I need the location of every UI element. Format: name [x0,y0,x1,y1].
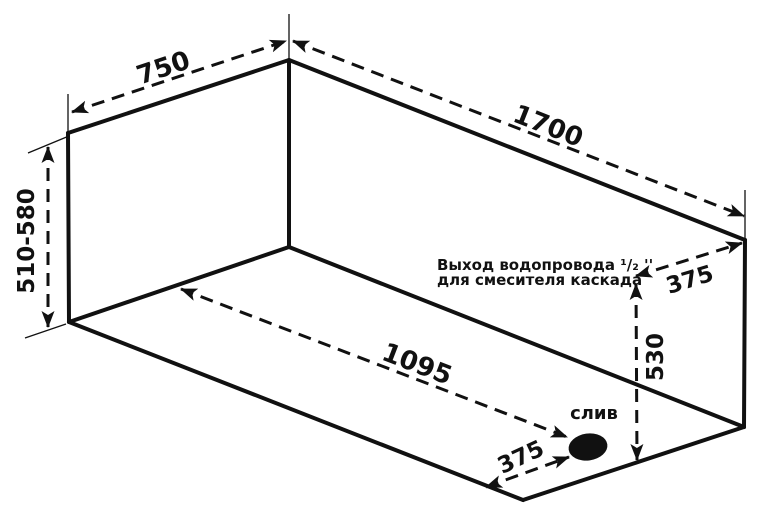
tub-top-rim-edges [66,58,747,242]
extension-line-height-top [27,135,70,154]
dimension-line-375-outlet [635,241,743,278]
dimension-value-375-outlet: 375 [663,261,717,300]
dimension-line-1095 [180,287,568,439]
tub-floor-right-edge [521,425,746,502]
dimension-value-530: 530 [643,333,669,381]
dimension-value-375-drain: 375 [494,436,549,480]
dimension-line-1700 [292,39,745,218]
outlet-note-line1: Выход водопровода ¹/₂ '' [437,256,653,274]
tub-floor-left-edge [67,320,525,502]
extension-line-height-bottom [24,323,67,339]
dimension-line-750 [71,39,287,114]
drain-label: слив [570,403,618,424]
tub-left-vertical-edge [66,131,71,324]
outlet-note-line2: для смесителя каскада [437,271,642,289]
drain-hole [568,433,608,461]
dimension-value-750: 750 [133,46,194,92]
tub-right-vertical-edge [742,238,747,429]
dimension-line-530 [629,283,644,461]
dimension-value-1700: 1700 [509,99,587,153]
dimension-line-375-drain [485,455,570,489]
tub-left-bottom-edge [67,245,291,324]
dimension-value-1095: 1095 [378,338,456,392]
dimension-value-510-580: 510-580 [14,188,40,294]
